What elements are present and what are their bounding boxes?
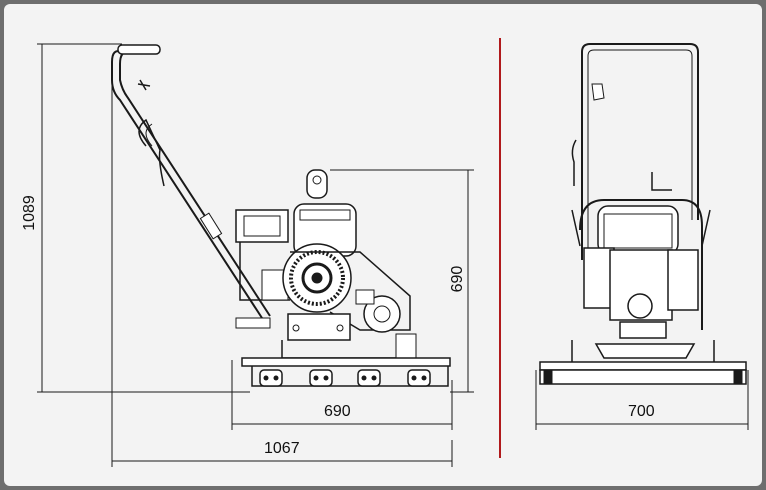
dim-label-height-690: 690 — [449, 265, 466, 293]
front-view-compactor — [539, 43, 747, 385]
dim-label-length-1067: 1067 — [264, 440, 300, 457]
drawing-canvas — [37, 38, 749, 467]
dim-label-length-690: 690 — [324, 403, 351, 420]
dim-line-height-1089 — [37, 43, 250, 393]
side-view-compactor — [111, 44, 451, 387]
dim-label-height-1089: 1089 — [21, 195, 38, 231]
dim-label-width-700: 700 — [628, 403, 655, 420]
dim-line-height-690 — [330, 169, 474, 393]
dim-line-width-700 — [535, 370, 749, 430]
technical-drawing-frame: 1089 690 690 1067 700 — [4, 4, 762, 486]
dim-line-length-1067 — [111, 60, 453, 467]
dim-line-length-690 — [231, 360, 453, 430]
